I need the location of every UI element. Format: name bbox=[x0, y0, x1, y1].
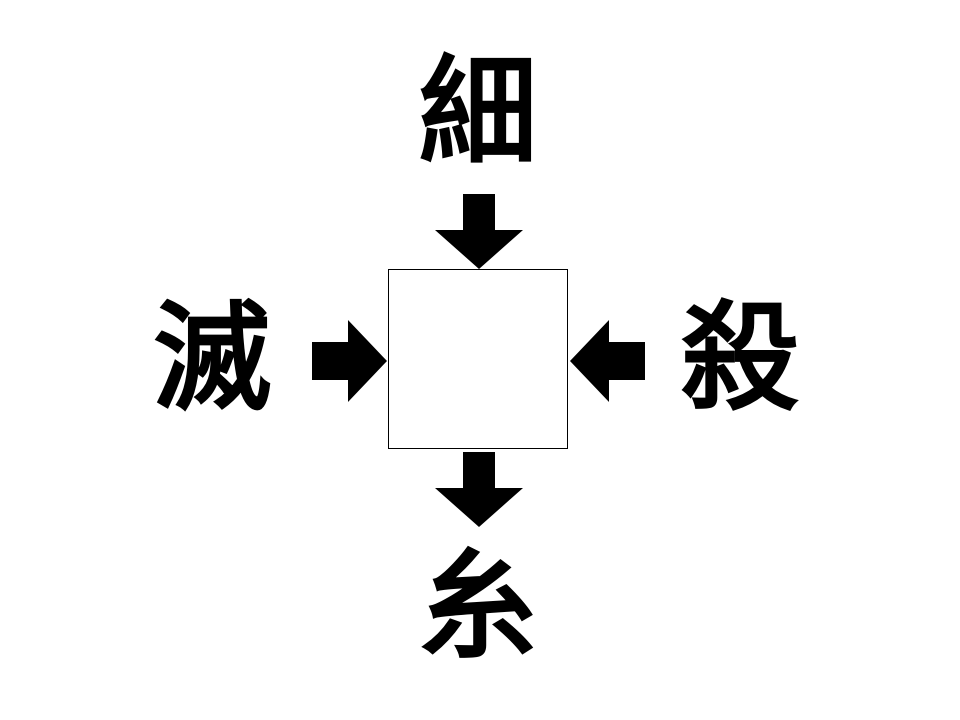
left-kanji: 滅 bbox=[152, 289, 271, 427]
arrow-left-icon bbox=[570, 320, 645, 402]
bottom-kanji: 糸 bbox=[418, 537, 537, 675]
right-kanji: 殺 bbox=[680, 289, 799, 427]
arrow-right-icon bbox=[312, 320, 387, 402]
arrow-down-icon bbox=[435, 452, 523, 527]
top-kanji: 細 bbox=[418, 43, 537, 181]
answer-box[interactable] bbox=[388, 269, 568, 449]
arrow-down-icon bbox=[435, 194, 523, 269]
